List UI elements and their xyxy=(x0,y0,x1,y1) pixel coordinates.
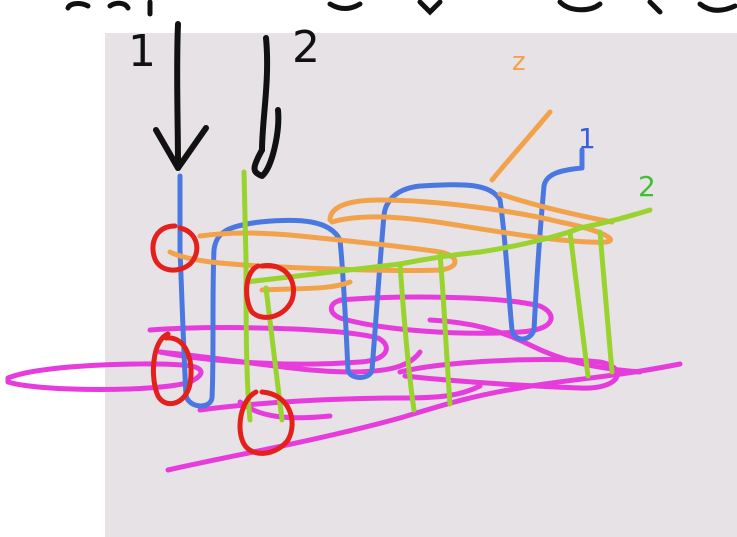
magenta-strands xyxy=(5,294,683,473)
canvas-background xyxy=(105,33,737,537)
strand-label-1: 1 xyxy=(578,122,596,155)
arrow-1 xyxy=(153,21,209,171)
arrow-2 xyxy=(251,35,282,179)
red-circle-1 xyxy=(150,223,200,273)
blue-strand xyxy=(177,147,585,409)
red-circle-2 xyxy=(244,263,296,320)
arrow-label-2: 2 xyxy=(292,22,320,73)
strand-label-2: 2 xyxy=(638,170,656,203)
green-strand xyxy=(241,169,653,423)
orange-strand xyxy=(167,109,615,293)
red-circle-4 xyxy=(237,389,295,456)
strand-label-z: z xyxy=(512,47,526,77)
red-circle-3 xyxy=(150,331,194,407)
arrow-label-1: 1 xyxy=(128,26,156,77)
red-circles xyxy=(150,223,296,456)
cut-off-handwriting xyxy=(65,0,737,17)
